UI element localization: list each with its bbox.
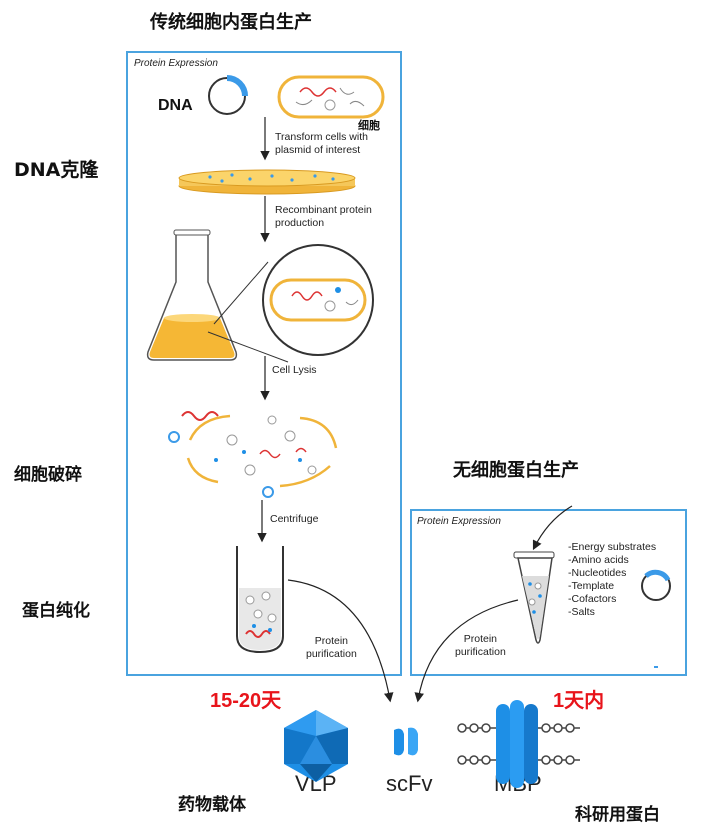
step-dna-clone: DNA克隆 [14, 159, 99, 181]
ingredient-item: -Salts [568, 606, 595, 618]
traditional-title: 传统细胞内蛋白生产 [150, 12, 312, 33]
ingredient-item: -Energy substrates [568, 541, 657, 553]
flask-icon [146, 229, 238, 361]
plasmid-icon [208, 75, 248, 115]
cell-free-plasmid-icon [641, 569, 671, 601]
cell-label: 细胞 [358, 119, 380, 132]
magnified-cell-icon [207, 244, 374, 363]
cell-free-tube-icon [513, 505, 573, 644]
centrifuge-tube-icon [236, 546, 284, 654]
use-drug-carrier: 药物载体 [178, 795, 246, 815]
cell-free-frame [410, 509, 687, 676]
cell-free-tick [654, 666, 658, 668]
petri-dish-icon [178, 169, 356, 195]
cell-free-ingredients: -Energy substrates -Amino acids -Nucleot… [568, 541, 656, 619]
arrow-purification-cell-free [414, 599, 519, 703]
ingredient-item: -Nucleotides [568, 567, 627, 579]
dna-label: DNA [158, 97, 193, 114]
mbp-icon [457, 700, 580, 788]
duration-cell-free: 1天内 [553, 690, 605, 712]
traditional-frame [126, 51, 402, 676]
step-purify: 蛋白纯化 [22, 601, 90, 621]
arrow-purification-traditional [287, 579, 394, 703]
ingredient-item: -Cofactors [568, 593, 617, 605]
scfv-icon [394, 727, 418, 756]
lysed-cell-debris-icon [168, 411, 338, 498]
cell-free-title: 无细胞蛋白生产 [453, 460, 579, 481]
cell-lysis-label: Cell Lysis [272, 364, 317, 376]
ingredient-item: -Template [568, 580, 615, 592]
use-research: 科研用蛋白 [575, 805, 660, 825]
centrifuge-label: Centrifuge [270, 513, 319, 525]
vlp-icon [284, 710, 348, 782]
product-scfv-label: scFv [386, 771, 433, 796]
protein-expression-label: Protein Expression [134, 58, 218, 69]
duration-traditional: 15-20天 [210, 690, 282, 712]
step-cell-break: 细胞破碎 [14, 465, 82, 485]
ingredient-item: -Amino acids [568, 554, 629, 566]
cell-free-protein-expression-label: Protein Expression [417, 516, 501, 527]
bacterium-cell-icon [277, 75, 385, 119]
